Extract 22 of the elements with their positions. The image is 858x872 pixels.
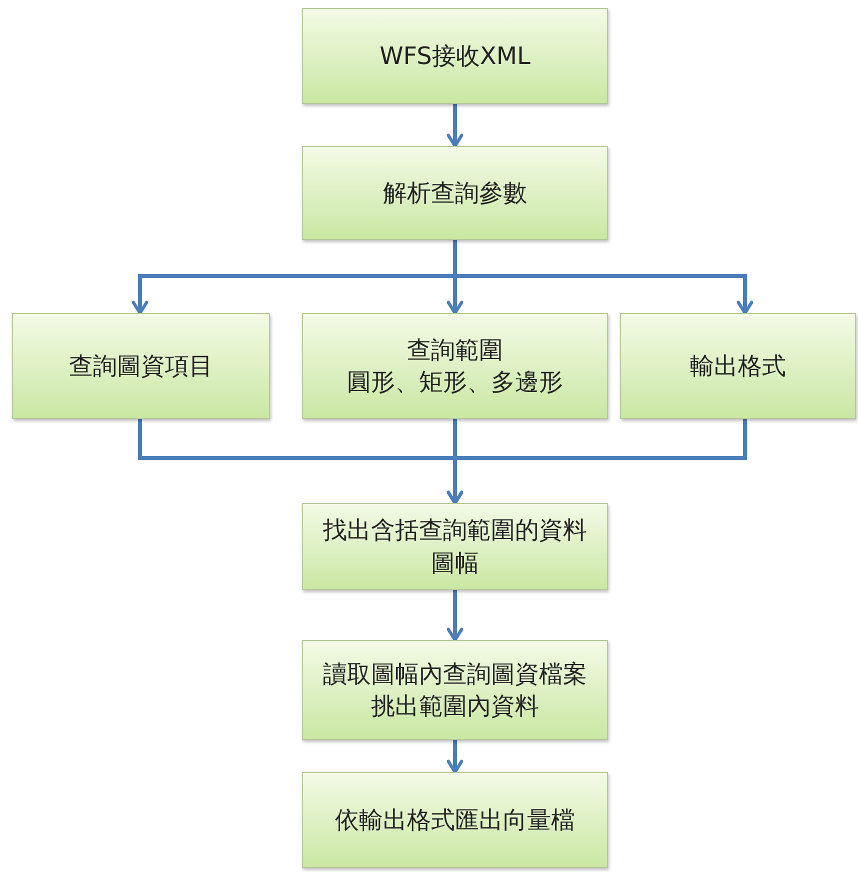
process-box [302,772,608,868]
box-label: 圓形、矩形、多邊形 [347,367,563,398]
arrow [446,104,464,148]
process-box [302,313,608,419]
arrow [446,740,464,774]
box-label: 讀取圖幅內查詢圖資檔案挑出範圍內資料 [322,658,588,722]
arrow [453,240,754,315]
process-box [302,8,608,104]
process-box [302,640,608,740]
box-label: 輸出格式 [690,350,786,382]
box-label: WFS接收XML [380,40,530,72]
box-label: 依輸出格式匯出向量檔 [335,804,575,836]
process-box [302,503,608,590]
box-label: 查詢圖資項目 [69,350,213,382]
box-label: 查詢範圍 [407,334,503,366]
arrow [446,590,464,642]
box-label: 找出含括查詢範圍的資料圖幅 [322,515,588,578]
process-box [620,313,856,419]
process-box [302,146,608,240]
box-label: 解析查詢參數 [383,178,527,209]
arrow [446,419,747,505]
process-box [12,313,270,419]
